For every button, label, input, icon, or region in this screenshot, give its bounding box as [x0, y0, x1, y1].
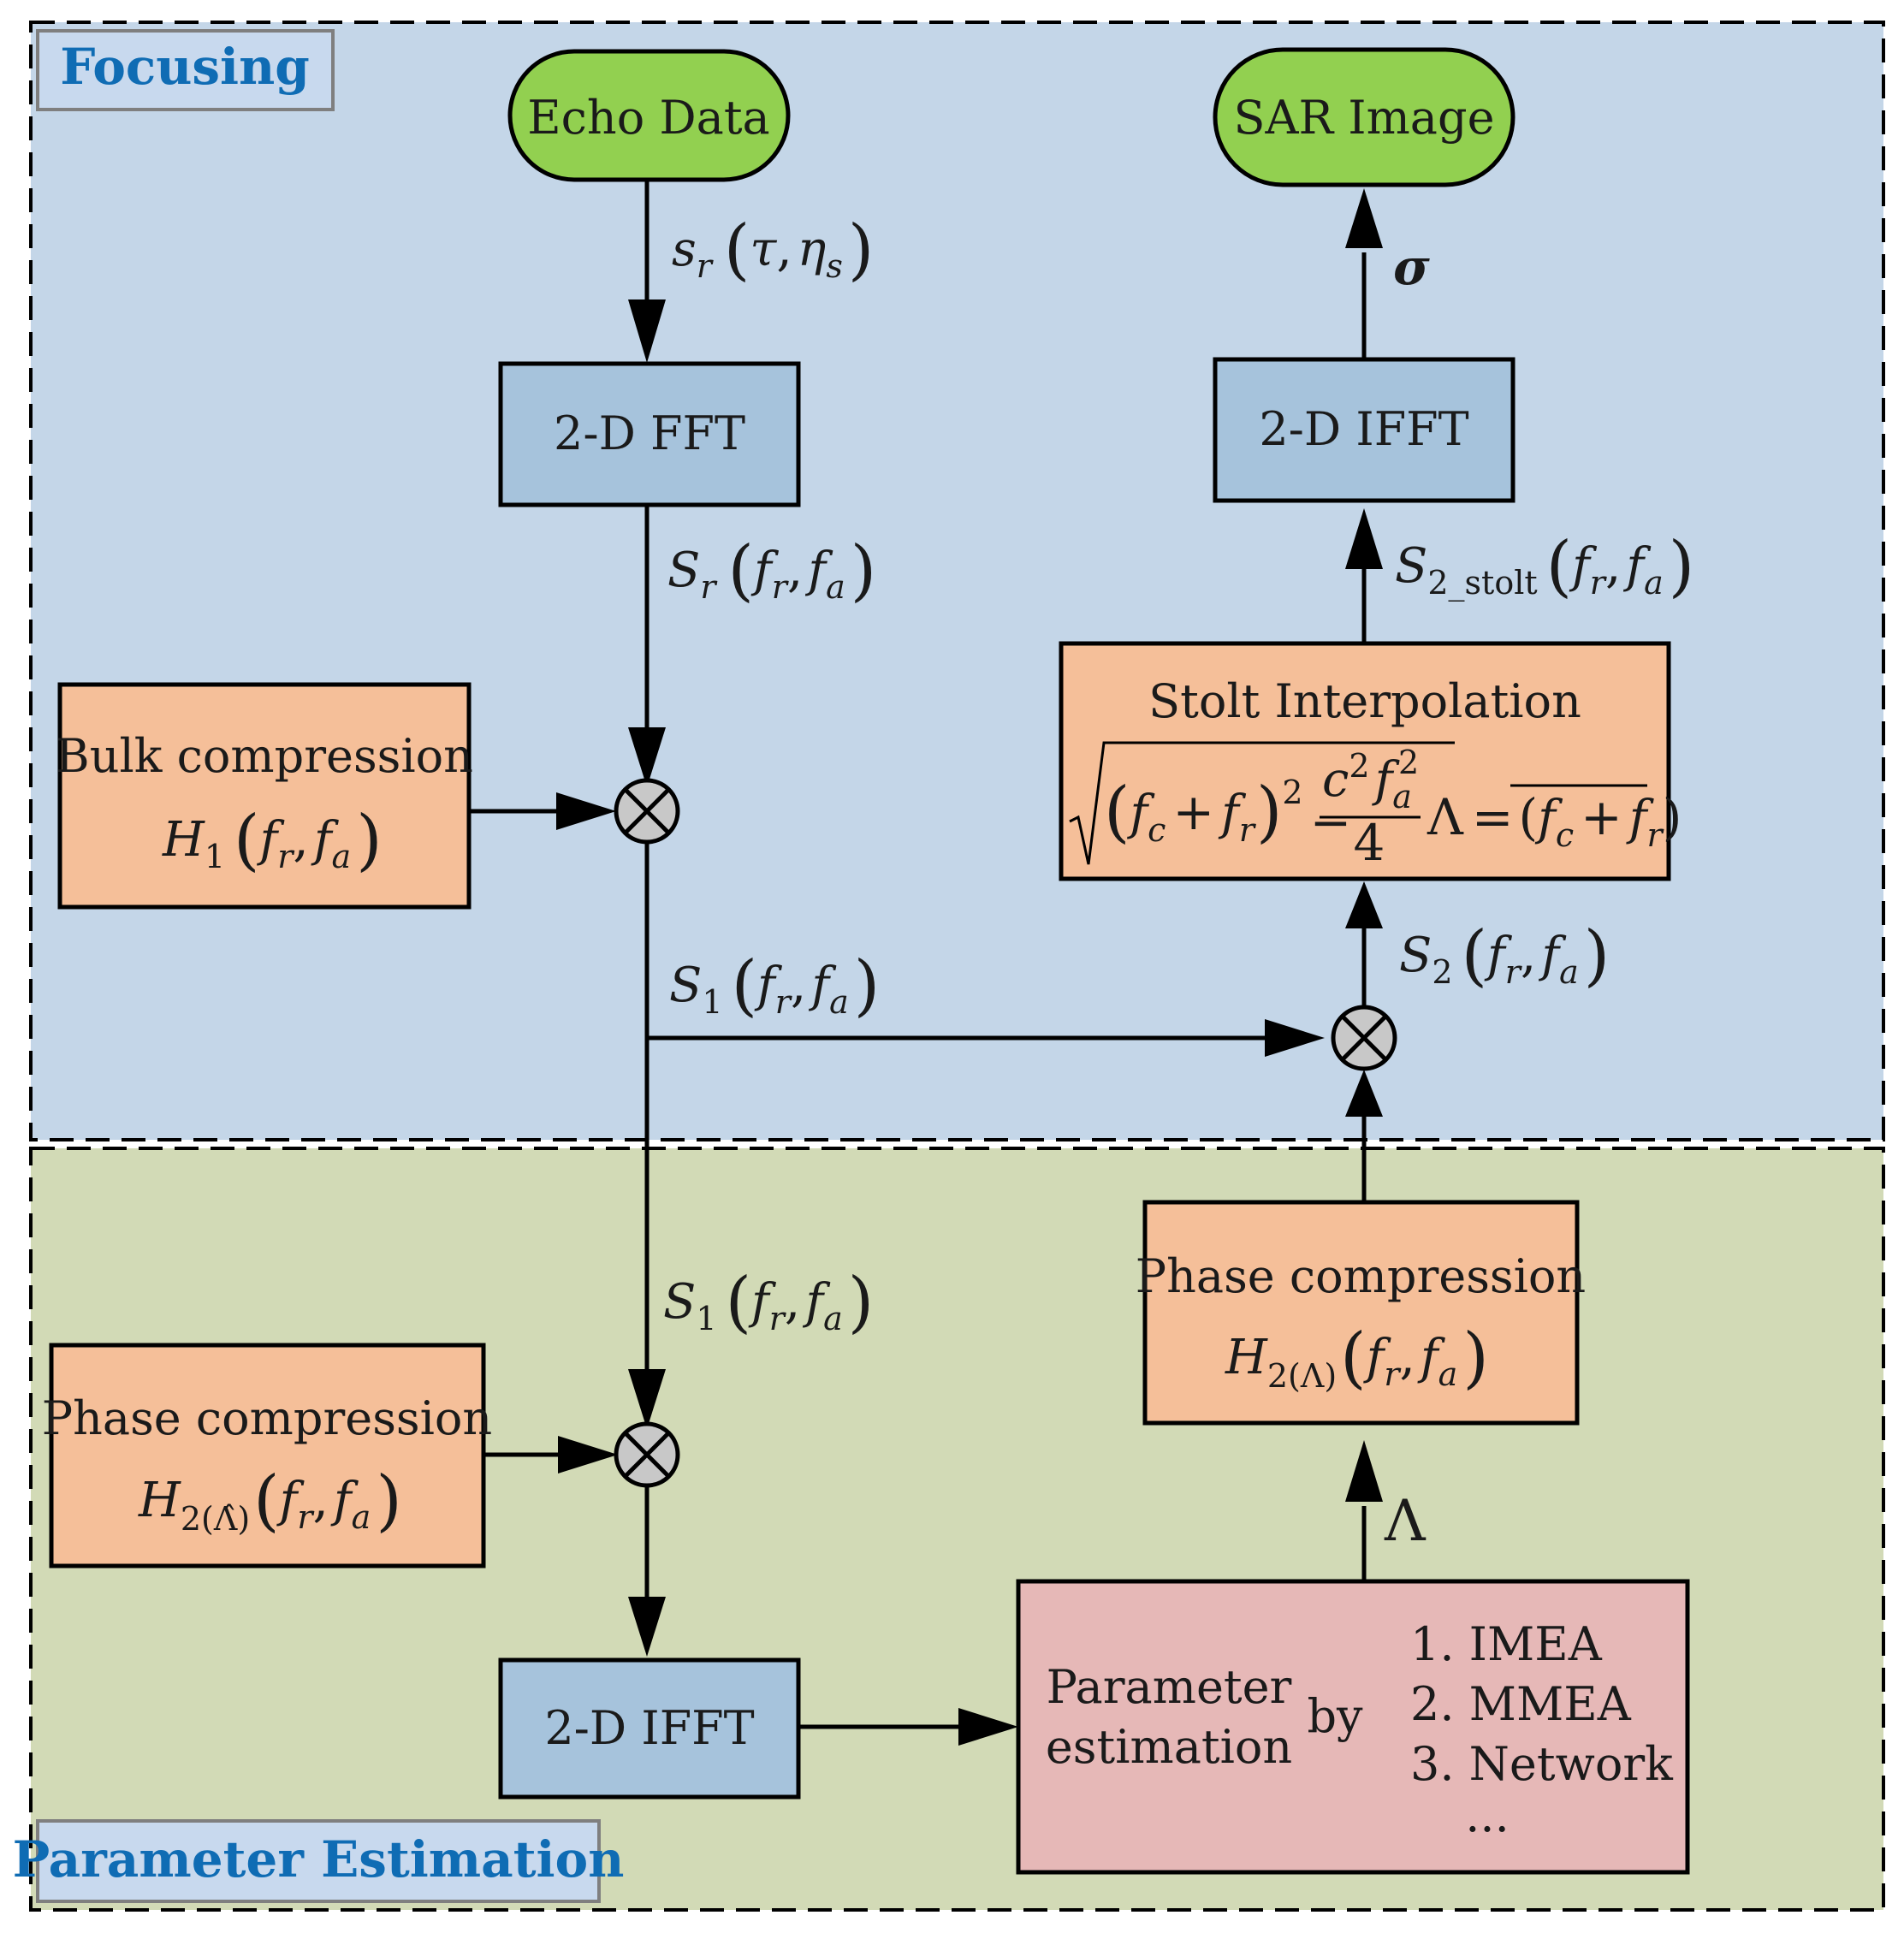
signal-S1-bottom: S1(fr,fa) [663, 1264, 874, 1341]
formula-H2-lambda-hat: H2(Λ̂)(fr,fa) [138, 1462, 402, 1539]
arrowhead-ifft-bottom [628, 1597, 666, 1657]
signal-S2-stolt: S2_stolt(fr,fa) [1395, 528, 1694, 605]
arrowhead-mult1-left [556, 792, 616, 830]
estimation-label: Parameter Estimation [13, 1830, 625, 1889]
ifft-2d-top-box [1213, 357, 1515, 503]
param-est-method-1: 1. IMEA [1410, 1617, 1603, 1671]
focusing-region [29, 21, 1885, 1141]
param-est-line2: estimation [1046, 1720, 1292, 1774]
bulk-compression-label: Bulk compression [56, 729, 473, 783]
ifft-2d-bottom-label: 2-D IFFT [544, 1701, 754, 1755]
estimation-label-box [36, 1819, 601, 1903]
sar-image-node [1213, 47, 1515, 187]
arrowhead-fft [628, 299, 666, 363]
phase-compression-right-box [1142, 1200, 1580, 1426]
formula-H2-lambda: H2(Λ)(fr,fa) [1225, 1319, 1489, 1396]
param-est-method-2: 2. MMEA [1410, 1677, 1632, 1731]
fft-2d-label: 2-D FFT [554, 406, 745, 460]
arrowhead-phase-right [1345, 1440, 1383, 1502]
stolt-box [1059, 641, 1671, 881]
sar-image-label: SAR Image [1233, 91, 1494, 145]
focusing-label-box [36, 29, 335, 111]
echo-data-node [507, 49, 791, 182]
ifft-2d-bottom-box [498, 1657, 801, 1800]
phase-compression-left-label: Phase compression [42, 1391, 492, 1445]
arrowhead-stolt [1345, 881, 1383, 928]
parameter-estimation-box [1016, 1579, 1690, 1875]
connectors [469, 180, 1367, 1729]
stolt-label: Stolt Interpolation [1148, 674, 1581, 728]
phase-compression-right-label: Phase compression [1136, 1249, 1586, 1303]
stolt-formula-lhs: (fc+fr)2− [1104, 774, 1351, 851]
arrowhead-ifft-top [1345, 508, 1383, 569]
symbol-lambda: Λ [1384, 1488, 1427, 1554]
param-est-method-more: ... [1465, 1788, 1510, 1842]
echo-data-label: Echo Data [527, 91, 770, 145]
symbol-sigma: σ [1393, 238, 1430, 296]
sqrt-sign [1069, 741, 1455, 865]
arrowhead-mult2-left [1265, 1019, 1325, 1057]
param-est-method-3: 3. Network [1410, 1737, 1674, 1791]
bulk-compression-box [57, 682, 472, 910]
arrowhead-sar [1345, 188, 1383, 248]
signal-sr-tau-eta: sr(τ,ηs) [672, 211, 874, 288]
multiplier-3 [614, 1421, 680, 1488]
phase-compression-left-box [49, 1343, 486, 1568]
arrowhead-param [958, 1708, 1018, 1746]
arrowhead-mult3-left [558, 1436, 618, 1474]
focusing-label: Focusing [60, 38, 310, 96]
signal-S2: S2(fr,fa) [1399, 917, 1610, 994]
arrowhead-mult2-bottom [1345, 1070, 1383, 1117]
arrowhead-mult1-top [628, 727, 666, 787]
fft-2d-box [498, 361, 801, 507]
multiplier-1 [614, 778, 680, 845]
multiplier-2 [1331, 1005, 1397, 1071]
stolt-formula-rhs: Λ=(fc+fr) [1427, 788, 1682, 854]
param-est-by: by [1307, 1689, 1363, 1743]
arrowhead-mult3-top [628, 1369, 666, 1429]
arrow-heads [556, 188, 1383, 1746]
stolt-fraction-denominator: 4 [1354, 814, 1385, 872]
param-est-line1: Parameter [1047, 1660, 1292, 1714]
ifft-2d-top-label: 2-D IFFT [1259, 402, 1468, 456]
